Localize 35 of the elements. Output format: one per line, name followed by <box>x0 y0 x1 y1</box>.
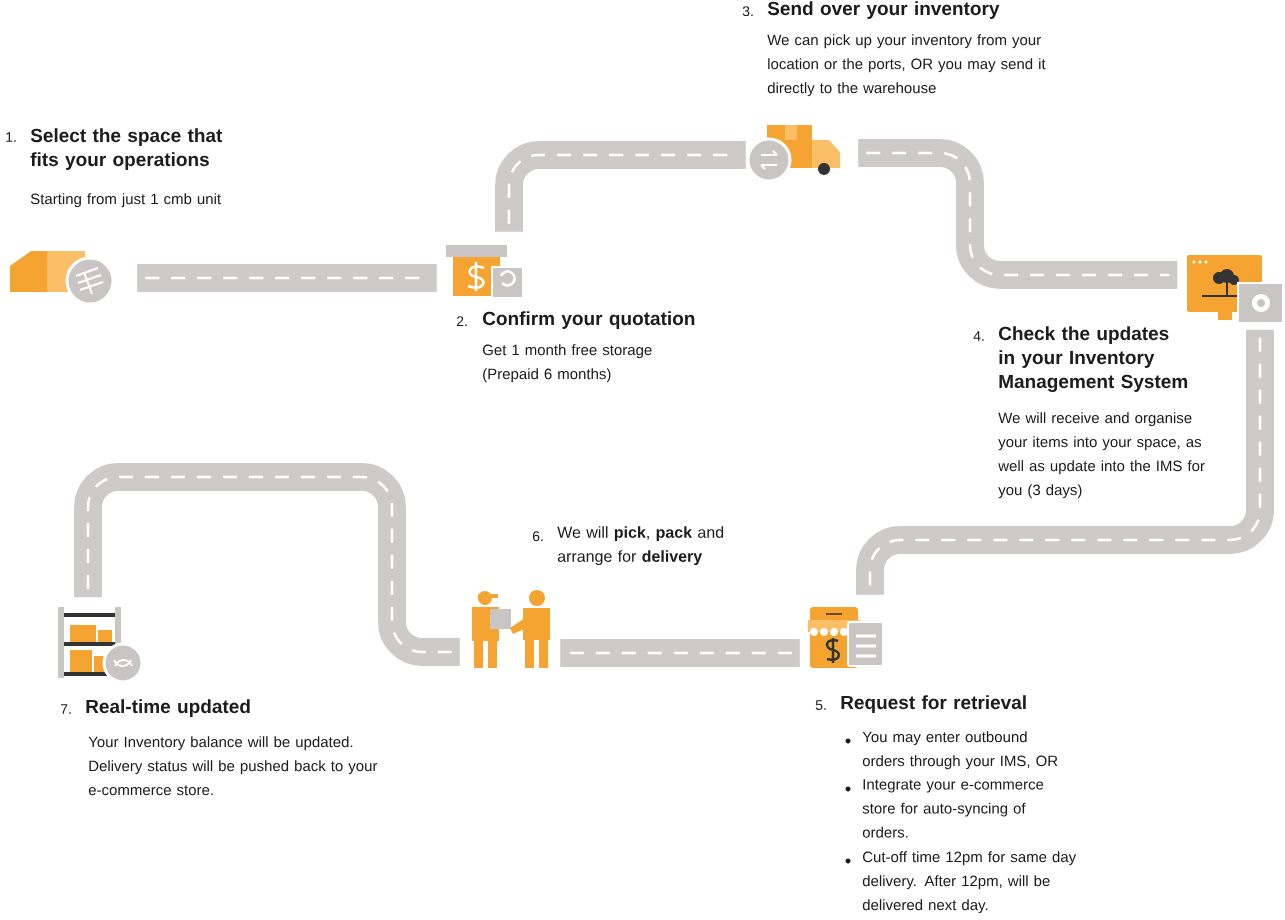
step-description: We will pick, pack and arrange for delivery <box>557 526 724 566</box>
quotation-icon <box>446 245 524 299</box>
step-number: 6. <box>532 531 543 542</box>
step-number: 5. <box>815 700 826 710</box>
step-heading: Real-time updated <box>86 699 250 717</box>
step-heading: Send over your inventory <box>767 1 1000 19</box>
road <box>495 141 746 232</box>
bullet-item: Integrate your e-commerce store for auto-syncing of orders. <box>862 779 1044 838</box>
road <box>858 139 1178 289</box>
step-description: Starting from just 1 cmb unit <box>30 193 221 208</box>
truck-icon <box>746 125 840 183</box>
road <box>560 639 800 667</box>
step-description: We can pick up your inventory from your location or the ports, OR you may send it directly to the warehouse <box>767 34 1046 97</box>
step-number: 1. <box>6 132 16 142</box>
bullet-item: Cut-off time 12pm for same day delivery. After 12pm, will be delivered next day. <box>862 851 1077 914</box>
road <box>137 264 437 292</box>
step-description: We will receive and organise your items into your space, as well as update into the IMS for you (3 days) <box>998 412 1205 499</box>
warehouse-icon <box>10 251 115 306</box>
road <box>856 329 1274 595</box>
step-number: 4. <box>973 331 984 341</box>
step-description: Get 1 month free storage (Prepaid 6 months) <box>482 344 652 383</box>
step-heading: Select the space that fits your operations <box>30 128 223 170</box>
people-icon <box>472 590 550 668</box>
step-heading: Request for retrieval <box>841 695 1026 713</box>
road <box>74 463 460 666</box>
shelf-icon <box>58 607 144 684</box>
step-heading: Confirm your quotation <box>483 311 695 329</box>
step-number: 2. <box>456 316 467 326</box>
bullet-item: You may enter outbound orders through your IMS, OR <box>862 731 1058 770</box>
step-heading: Check the updates in your Inventory Management System <box>999 326 1188 392</box>
step-number: 3. <box>742 6 753 17</box>
shop-icon <box>808 607 884 668</box>
step-description: Your Inventory balance will be updated. Delivery status will be pushed back to your e-commerce store. <box>88 736 378 796</box>
step-number: 7. <box>60 704 71 714</box>
monitor-icon <box>1187 255 1284 324</box>
